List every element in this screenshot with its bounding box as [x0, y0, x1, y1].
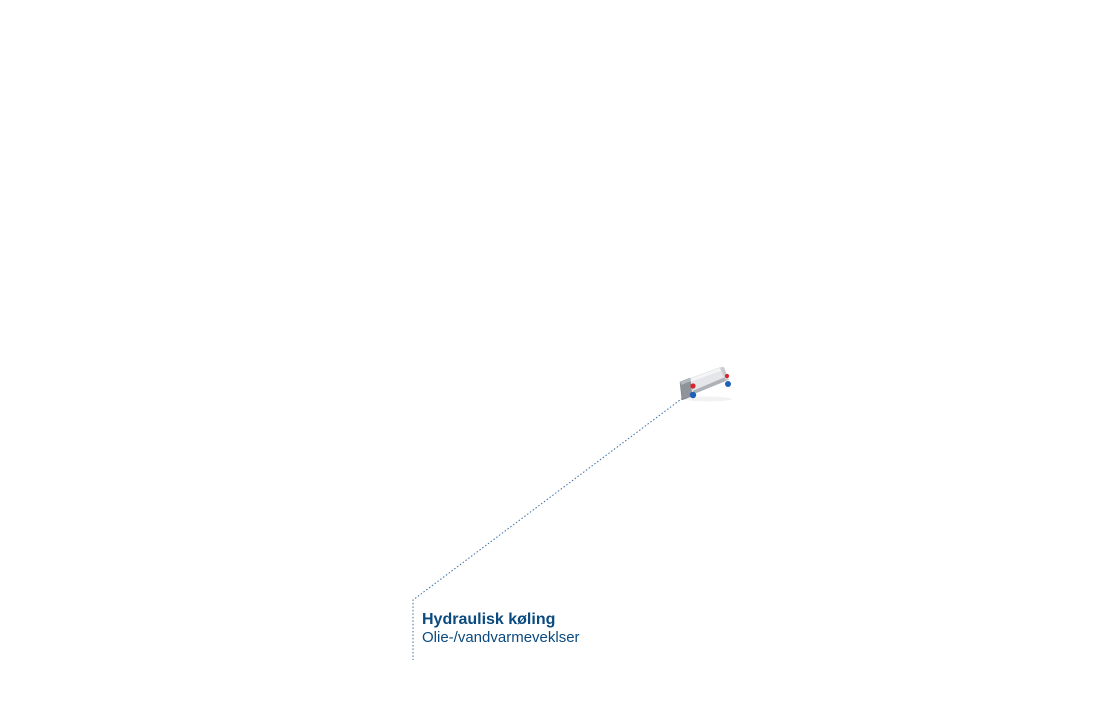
hot-port-right	[724, 373, 730, 379]
cold-port-left	[689, 391, 697, 399]
component-callout[interactable]: Hydraulisk køling Olie-/vandvarmeveklser	[422, 611, 580, 647]
heat-exchanger-icon[interactable]	[679, 366, 732, 402]
callout-title[interactable]: Hydraulisk køling	[422, 611, 556, 628]
hot-port-left	[690, 383, 696, 389]
leader-line	[412, 393, 689, 660]
cold-port-right	[725, 381, 731, 387]
callout-subtitle: Olie-/vandvarmeveklser	[422, 629, 580, 646]
